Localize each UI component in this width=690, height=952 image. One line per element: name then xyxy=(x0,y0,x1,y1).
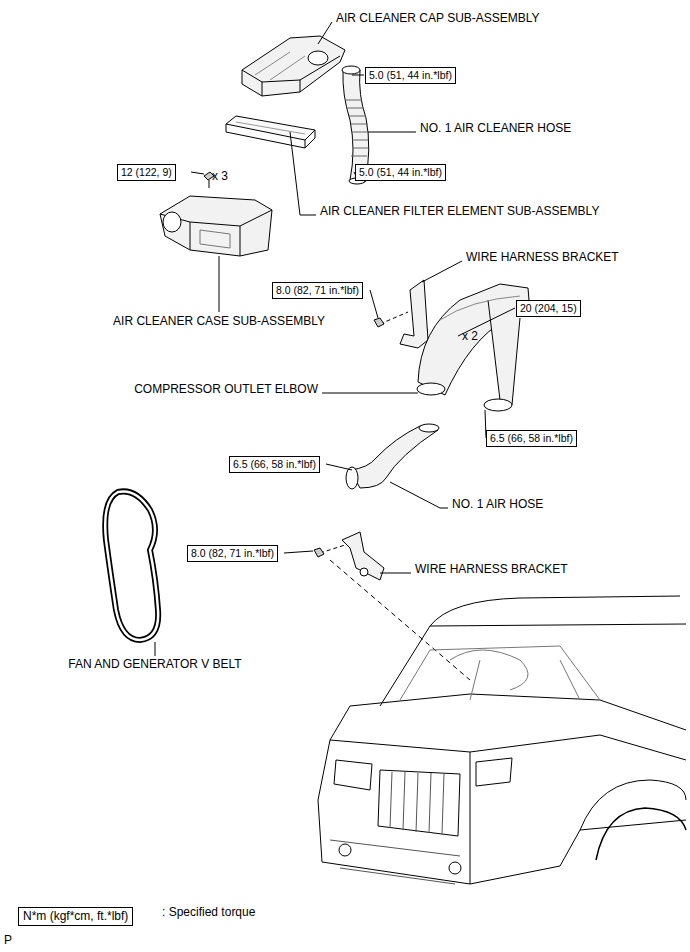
part-label: WIRE HARNESS BRACKET xyxy=(415,562,568,576)
torque-value: 20 (204, 15) xyxy=(520,302,577,314)
torque-value: 6.5 (66, 58 in.*lbf) xyxy=(233,458,316,470)
torque-value: 8.0 (82, 71 in.*lbf) xyxy=(191,547,274,559)
part-label: COMPRESSOR OUTLET ELBOW xyxy=(134,382,318,396)
quantity-label: x 2 xyxy=(462,329,478,343)
wire-harness-bracket xyxy=(374,280,428,348)
quantity-label: x 3 xyxy=(212,169,228,183)
torque-box: 8.0 (82, 71 in.*lbf) xyxy=(187,545,278,562)
part-label: AIR CLEANER FILTER ELEMENT SUB-ASSEMBLY xyxy=(320,204,599,218)
air-cleaner-cap xyxy=(242,36,345,96)
part-label: AIR CLEANER CASE SUB-ASSEMBLY xyxy=(113,314,325,328)
air-cleaner-case xyxy=(160,196,272,256)
leader-line xyxy=(155,22,515,656)
air-hose xyxy=(346,424,439,489)
torque-box: 8.0 (82, 71 in.*lbf) xyxy=(272,282,363,299)
torque-value: 8.0 (82, 71 in.*lbf) xyxy=(276,284,359,296)
part-label: AIR CLEANER CAP SUB-ASSEMBLY xyxy=(336,11,540,25)
torque-box: 6.5 (66, 58 in.*lbf) xyxy=(486,430,577,447)
part-label: NO. 1 AIR CLEANER HOSE xyxy=(420,121,571,135)
torque-value: 12 (122, 9) xyxy=(121,166,172,178)
filter-element xyxy=(226,116,315,148)
vehicle xyxy=(318,596,686,884)
torque-value: N*m (kgf*cm, ft.*lbf) xyxy=(23,909,128,923)
torque-box: 6.5 (66, 58 in.*lbf) xyxy=(229,456,320,473)
quantity-label: P xyxy=(4,933,12,947)
part-label: FAN AND GENERATOR V BELT xyxy=(68,657,241,671)
wire-harness-bracket xyxy=(314,532,470,680)
torque-box: 5.0 (51, 44 in.*lbf) xyxy=(355,164,446,181)
part-label: WIRE HARNESS BRACKET xyxy=(466,250,619,264)
torque-value: 5.0 (51, 44 in.*lbf) xyxy=(369,69,452,81)
part-label: : Specified torque xyxy=(162,905,255,919)
torque-box: 20 (204, 15) xyxy=(516,300,581,317)
torque-box: 12 (122, 9) xyxy=(117,164,176,181)
compressor-outlet-elbow xyxy=(417,284,530,411)
v-belt xyxy=(105,491,158,640)
torque-value: 5.0 (51, 44 in.*lbf) xyxy=(359,166,442,178)
part-label: NO. 1 AIR HOSE xyxy=(452,497,543,511)
torque-value: 6.5 (66, 58 in.*lbf) xyxy=(490,432,573,444)
torque-box: 5.0 (51, 44 in.*lbf) xyxy=(365,67,456,84)
torque-legend-box: N*m (kgf*cm, ft.*lbf) xyxy=(18,907,133,926)
